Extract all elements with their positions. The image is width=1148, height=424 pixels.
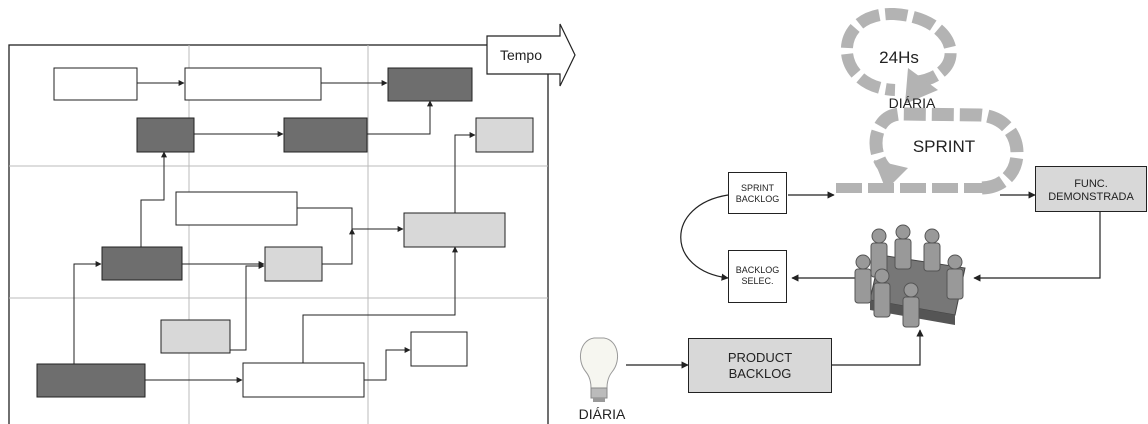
- sprint-label: SPRINT: [906, 137, 982, 157]
- demonstrated-line2: DEMONSTRADA: [1036, 191, 1146, 204]
- time-arrow-label: Tempo: [488, 47, 554, 64]
- connector: [230, 266, 264, 350]
- sprint-backlog-line2: BACKLOG: [729, 194, 786, 205]
- daily-label: DIÁRIA: [882, 95, 942, 112]
- activity-box: [265, 247, 322, 281]
- activity-box: [185, 68, 321, 100]
- activity-box: [388, 68, 472, 101]
- connector: [74, 264, 101, 364]
- selected-backlog-line2: SELEC.: [729, 276, 786, 287]
- activity-box: [137, 118, 194, 152]
- product-backlog-line1: PRODUCT: [689, 350, 831, 366]
- demonstrated-line1: FUNC.: [1036, 178, 1146, 191]
- activity-box: [404, 213, 505, 247]
- connector: [455, 135, 475, 213]
- idea-label: DIÁRIA: [570, 406, 634, 423]
- activity-box: [37, 364, 145, 397]
- selected-backlog-line1: BACKLOG: [729, 265, 786, 276]
- daily-cycle-label: 24Hs: [869, 48, 929, 68]
- activity-box: [54, 68, 137, 100]
- activity-box: [102, 247, 182, 280]
- sprint-backlog-box: SPRINT BACKLOG: [728, 172, 787, 214]
- activity-box: [176, 192, 297, 225]
- connector: [367, 101, 430, 134]
- connector: [681, 195, 728, 278]
- connector: [974, 212, 1100, 278]
- connector: [364, 350, 410, 380]
- activity-box: [161, 320, 230, 353]
- product-backlog-box: PRODUCT BACKLOG: [688, 338, 832, 393]
- activity-box: [243, 363, 364, 397]
- activity-box: [476, 118, 533, 152]
- connector: [832, 330, 920, 365]
- scrum-cycle-diagram: [560, 0, 1148, 424]
- team-meeting-icon: [855, 225, 965, 327]
- activity-box: [411, 332, 467, 366]
- demonstrated-box: FUNC. DEMONSTRADA: [1035, 166, 1147, 212]
- sprint-backlog-line1: SPRINT: [729, 183, 786, 194]
- connector: [297, 208, 403, 229]
- connector: [322, 229, 352, 264]
- product-backlog-line2: BACKLOG: [689, 366, 831, 382]
- activity-box: [284, 118, 367, 152]
- light-bulb-icon: [580, 338, 617, 402]
- selected-backlog-box: BACKLOG SELEC.: [728, 250, 787, 303]
